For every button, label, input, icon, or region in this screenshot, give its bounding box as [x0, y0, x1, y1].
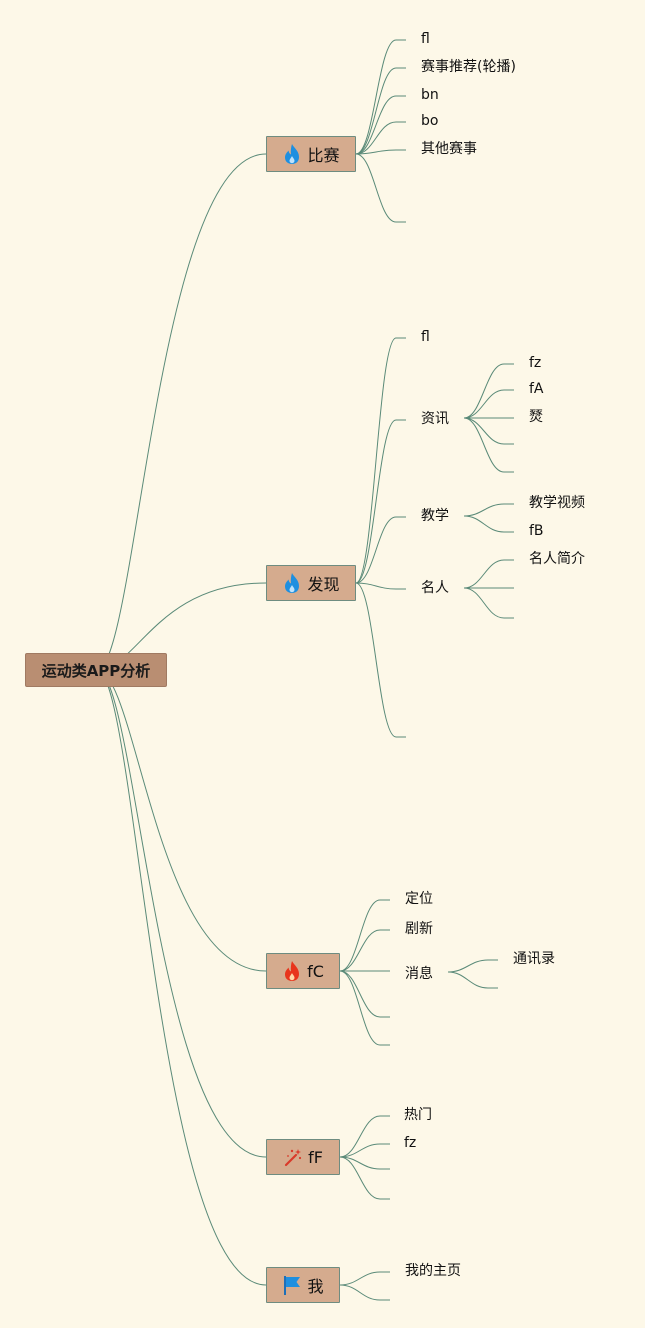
leaf-node[interactable]: 热门: [404, 1107, 432, 1123]
connector-line: [355, 582, 397, 590]
leaf-node[interactable]: 消息: [405, 966, 433, 982]
leaf-node[interactable]: fl: [421, 329, 430, 345]
leaf-node[interactable]: fl: [421, 31, 430, 47]
branch-node-discover[interactable]: 发现: [266, 565, 356, 601]
connector-line: [355, 419, 397, 584]
branch-label: 比赛: [307, 146, 340, 165]
connector-line: [463, 417, 505, 473]
leaf-node[interactable]: 名人: [421, 580, 449, 596]
branch-node-match[interactable]: 比赛: [266, 136, 356, 172]
connector-line: [355, 121, 397, 155]
connector-line: [339, 1271, 381, 1286]
connector-line: [463, 503, 505, 517]
connector-line: [339, 929, 381, 972]
root-node[interactable]: 运动类APP分析: [25, 653, 167, 687]
connector-line: [463, 417, 505, 445]
branch-node-fc[interactable]: fC: [266, 953, 340, 989]
root-branch-connector: [96, 669, 267, 1158]
magic-wand-icon: [283, 1146, 303, 1168]
connector-line: [463, 389, 505, 419]
branch-label: fF: [308, 1147, 323, 1167]
branch-label: 发现: [307, 575, 340, 594]
leaf-node[interactable]: bo: [421, 113, 439, 129]
leaf-node[interactable]: 教学视频: [529, 495, 585, 511]
fire-blue-icon: [282, 572, 302, 594]
root-branch-connector: [96, 153, 267, 671]
connector-line: [339, 1115, 381, 1158]
leaf-node[interactable]: fz: [404, 1135, 417, 1151]
branch-node-ff[interactable]: fF: [266, 1139, 340, 1175]
connector-line: [355, 153, 397, 223]
connector-line: [339, 1284, 381, 1301]
leaf-node[interactable]: 教学: [421, 508, 449, 524]
leaf-node[interactable]: 资讯: [421, 411, 449, 427]
connector-line: [355, 149, 397, 155]
leaf-node[interactable]: bn: [421, 87, 439, 103]
root-branch-connector: [96, 669, 267, 1286]
leaf-node[interactable]: 燹: [529, 409, 543, 425]
connector-line: [355, 337, 397, 584]
connector-line: [339, 970, 381, 1046]
leaf-node[interactable]: fA: [529, 381, 544, 397]
connector-line: [355, 516, 397, 584]
connector-line: [463, 559, 505, 589]
branch-label: fC: [307, 961, 324, 981]
connector-line: [339, 970, 381, 1018]
connector-line: [355, 95, 397, 155]
connector-line: [463, 587, 505, 619]
connector-line: [355, 582, 397, 738]
leaf-node[interactable]: 定位: [405, 891, 433, 907]
branch-label: 我: [307, 1277, 324, 1296]
connector-line: [339, 1156, 381, 1200]
connector-line: [447, 959, 489, 973]
leaf-node[interactable]: 通讯录: [513, 951, 555, 967]
leaf-node[interactable]: 赛事推荐(轮播): [421, 59, 516, 75]
leaf-node[interactable]: 名人简介: [529, 551, 585, 567]
connector-line: [355, 39, 397, 155]
connector-line: [463, 363, 505, 419]
connector-line: [447, 971, 489, 989]
root-label: 运动类APP分析: [41, 661, 151, 680]
leaf-node[interactable]: 其他赛事: [421, 141, 477, 157]
connector-line: [355, 67, 397, 155]
connector-line: [339, 899, 381, 972]
leaf-node[interactable]: fz: [529, 355, 542, 371]
leaf-node[interactable]: 剧新: [405, 921, 433, 937]
fire-blue-icon: [282, 143, 302, 165]
leaf-node[interactable]: 我的主页: [405, 1263, 461, 1279]
flag-icon: [282, 1274, 302, 1296]
leaf-node[interactable]: fB: [529, 523, 544, 539]
connector-line: [463, 515, 505, 533]
connector-line: [339, 1143, 381, 1158]
fire-red-icon: [282, 960, 302, 982]
root-branch-connector: [96, 669, 267, 972]
branch-node-me[interactable]: 我: [266, 1267, 340, 1303]
